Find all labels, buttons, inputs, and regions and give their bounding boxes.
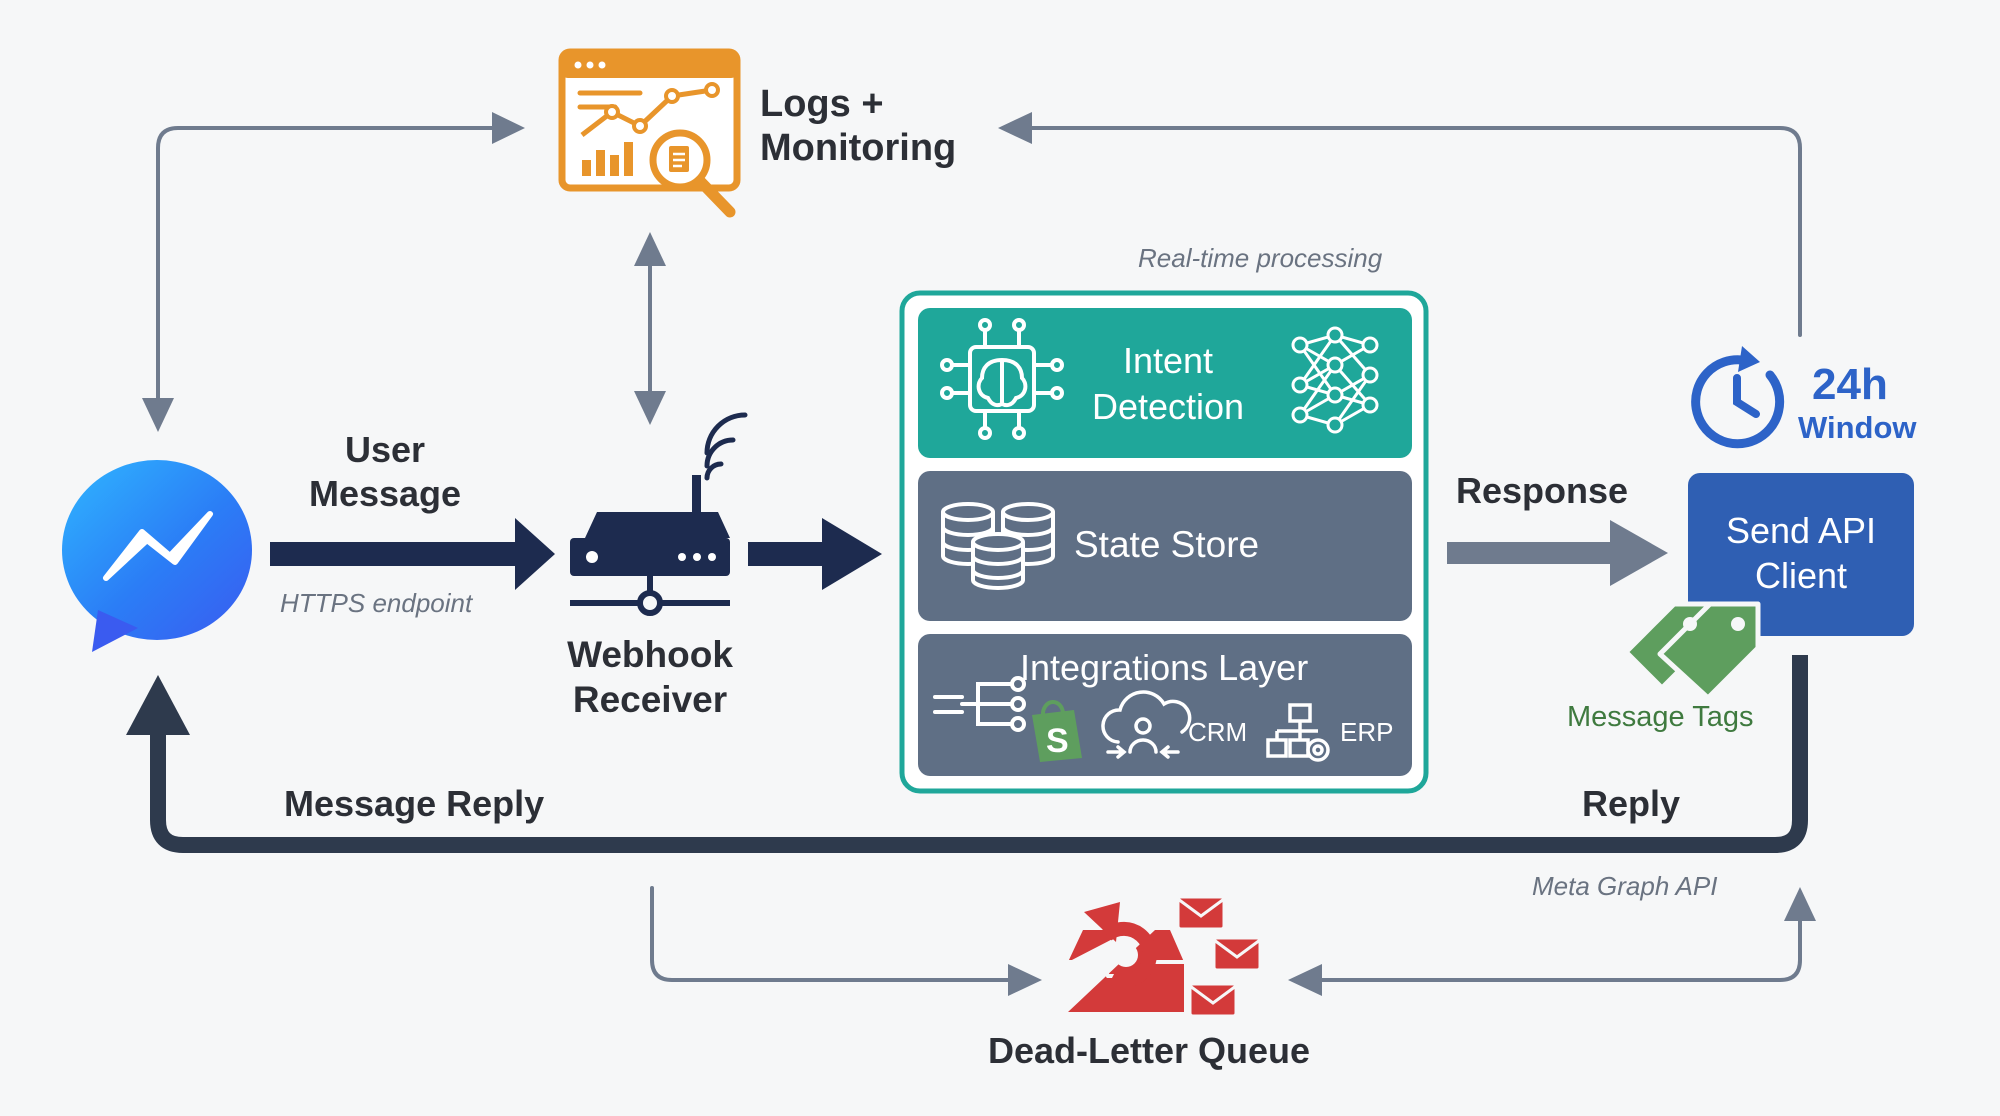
envelope-icon — [1212, 936, 1262, 972]
dead-letter-inbox-icon — [1068, 902, 1184, 1012]
erp-label: ERP — [1340, 717, 1394, 747]
database-icon — [941, 502, 1055, 590]
message-tags-icon — [1623, 601, 1761, 701]
arrowhead-to-logs-right — [998, 112, 1032, 144]
user-message-line2: Message — [308, 473, 462, 514]
connector-lines — [156, 126, 1802, 982]
neural-network-icon — [1291, 326, 1379, 434]
messenger-icon — [62, 460, 252, 652]
brain-chip-icon — [940, 318, 1064, 440]
connector-webhook-to-dlq — [650, 886, 1022, 982]
org-chart-gear-icon — [1266, 703, 1330, 762]
intent-line2: Detection — [1091, 386, 1245, 427]
user-message-arrow — [270, 518, 555, 590]
webhook-receiver-label: Webhook Receiver — [550, 632, 750, 722]
intent-detection-label: Intent Detection — [1068, 338, 1268, 430]
connector-arrowheads — [142, 112, 1816, 996]
logs-label-line2: Monitoring — [760, 127, 957, 169]
crm-label: CRM — [1188, 717, 1248, 747]
analytics-magnifier-icon — [558, 48, 741, 218]
arrowhead-up-messenger — [126, 675, 190, 735]
clock-refresh-icon — [1691, 346, 1785, 449]
connector-window-to-logs — [1018, 126, 1802, 337]
message-reply-label: Message Reply — [284, 783, 545, 824]
dead-letter-queue-label: Dead-Letter Queue — [988, 1030, 1311, 1071]
send-api-line2: Client — [1754, 555, 1848, 596]
processing-caption: Real-time processing — [1138, 243, 1383, 273]
arrowhead-down-webhook — [634, 391, 666, 425]
envelope-icon — [1188, 982, 1238, 1018]
user-message-line1: User — [344, 429, 426, 470]
window-label: Window — [1798, 410, 1917, 445]
envelope-icons — [1176, 895, 1262, 1018]
cloud-users-icon — [1101, 690, 1192, 759]
send-api-client-label: Send API Client — [1688, 508, 1914, 598]
intent-line1: Intent — [1122, 340, 1214, 381]
response-label: Response — [1456, 470, 1629, 511]
message-reply-loop — [126, 655, 1808, 853]
webhook-line1: Webhook — [567, 634, 733, 675]
arrowhead-down-messenger — [142, 398, 174, 432]
message-tags-label: Message Tags — [1567, 701, 1754, 733]
arrowhead-up-logs — [634, 232, 666, 266]
send-api-client-box — [1688, 473, 1914, 636]
integration-flow-icon — [933, 676, 1026, 732]
connector-dlq-to-reply — [1298, 903, 1802, 982]
envelope-icon — [1176, 895, 1226, 931]
webhook-line2: Receiver — [572, 679, 728, 720]
integrations-layer-label: Integrations Layer — [1020, 647, 1309, 688]
arrowhead-into-dlq-right — [1288, 964, 1322, 996]
router-icon — [570, 412, 748, 616]
shopping-bag-icon: S — [1032, 700, 1082, 762]
user-message-label: User Message — [285, 428, 485, 516]
arrowhead-to-logs-left — [492, 112, 525, 144]
meta-graph-api-label: Meta Graph API — [1532, 871, 1718, 901]
reply-label: Reply — [1582, 783, 1681, 824]
arrowhead-up-graph-api — [1784, 887, 1816, 921]
logs-label-line1: Logs + — [760, 83, 884, 125]
response-arrow — [1447, 520, 1668, 586]
intent-detection-box — [918, 308, 1412, 458]
connector-messenger-to-logs — [156, 126, 497, 422]
svg-text:S: S — [1046, 722, 1069, 760]
window-value: 24h — [1812, 360, 1888, 409]
logs-monitoring-label: Logs + Monitoring — [760, 82, 956, 170]
webhook-to-processing-arrow — [748, 518, 882, 590]
state-store-label: State Store — [1074, 524, 1260, 565]
send-api-line1: Send API — [1725, 510, 1877, 551]
arrowhead-into-dlq-left — [1008, 964, 1042, 996]
https-endpoint-label: HTTPS endpoint — [280, 588, 473, 618]
